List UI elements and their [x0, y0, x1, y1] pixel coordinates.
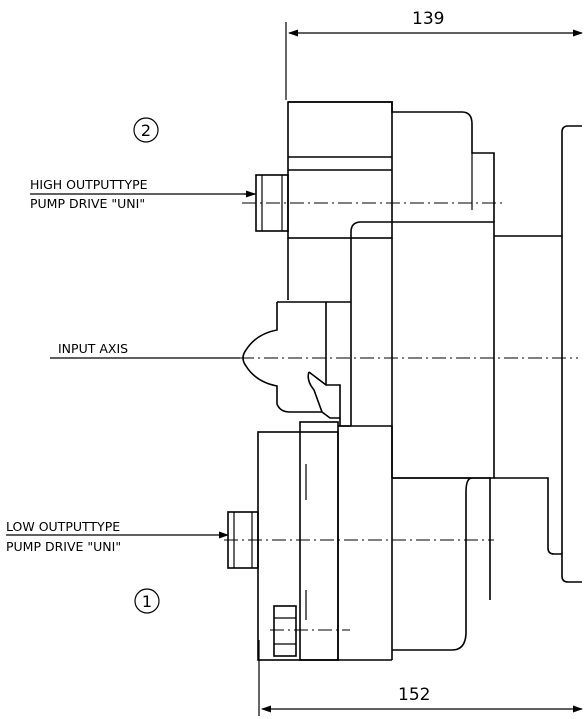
bottom-dimension-value: 152 — [398, 685, 430, 705]
svg-text:2: 2 — [141, 121, 151, 140]
high-output-drive — [244, 101, 495, 239]
marker-low: 1 — [134, 588, 160, 614]
housing-body — [494, 125, 582, 583]
marker-high: 2 — [133, 117, 159, 143]
svg-text:INPUT AXIS: INPUT AXIS — [58, 341, 128, 356]
central-body — [287, 221, 495, 479]
high-output-label: HIGH OUTPUTTYPE PUMP DRIVE "UNI" — [30, 177, 256, 211]
top-dimension-value: 139 — [412, 9, 444, 29]
top-dimension: 139 — [285, 9, 583, 100]
low-output-drive — [227, 421, 491, 661]
low-output-label: LOW OUTPUTTYPE PUMP DRIVE "UNI" — [6, 519, 229, 554]
center-lines — [224, 202, 578, 631]
svg-text:PUMP DRIVE "UNI": PUMP DRIVE "UNI" — [6, 539, 121, 554]
bottom-dimension: 152 — [258, 640, 583, 716]
input-hub — [242, 301, 351, 427]
svg-text:1: 1 — [142, 592, 152, 611]
svg-text:LOW OUTPUTTYPE: LOW OUTPUTTYPE — [6, 519, 120, 534]
svg-text:PUMP DRIVE "UNI": PUMP DRIVE "UNI" — [30, 196, 145, 211]
svg-text:HIGH OUTPUTTYPE: HIGH OUTPUTTYPE — [30, 177, 148, 192]
input-axis-label: INPUT AXIS — [50, 341, 240, 359]
